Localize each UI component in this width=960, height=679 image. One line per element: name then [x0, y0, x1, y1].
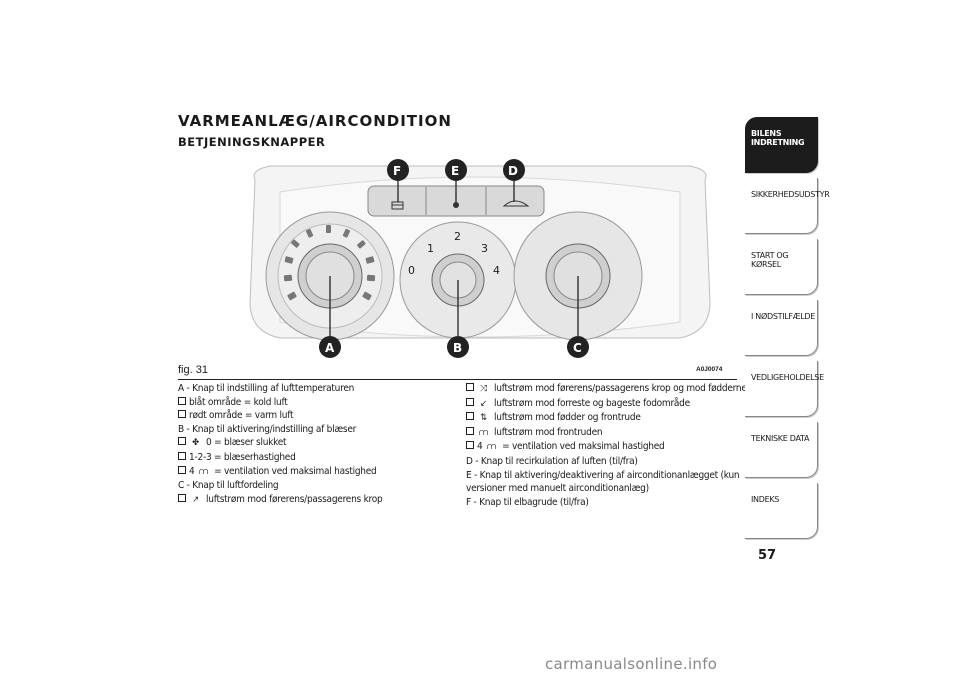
body-feet-airflow-icon: ⤨ [480, 384, 487, 394]
fan-speed-0: 0 [408, 264, 415, 277]
figure-caption: fig. 31 [178, 364, 208, 376]
left-column: A - Knap til indstilling af lufttemperat… [178, 382, 453, 507]
list-item: 4 ⩋= ventilation ved maksimal hastighed [178, 465, 453, 480]
page-title: VARMEANLÆG/AIRCONDITION [178, 112, 452, 130]
callout-f: F [393, 164, 401, 178]
watermark[interactable]: carmanualsonline.info [545, 655, 718, 673]
fan-speed-4: 4 [493, 264, 500, 277]
list-item: rødt område = varm luft [178, 409, 453, 423]
checkbox-bullet-icon [178, 465, 186, 474]
fan-speed-1: 1 [427, 242, 434, 255]
checkbox-bullet-icon [178, 410, 186, 419]
tab-sikkerhedsudstyr[interactable]: SIKKERHEDSUDSTYR [745, 178, 830, 234]
tab-tekniske-data[interactable]: TEKNISKE DATA [745, 422, 818, 478]
item-b: B - Knap til aktivering/indstilling af b… [178, 423, 357, 435]
tab-i-nodstilfaelde[interactable]: I NØDSTILFÆLDE [745, 300, 818, 356]
list-item: ⤨luftstrøm mod førerens/passagerens krop… [466, 382, 747, 397]
feet-windscreen-icon: ⇅ [480, 413, 487, 424]
list-item: ⇅luftstrøm mod fødder og frontrude [466, 411, 746, 426]
checkbox-bullet-icon [466, 383, 474, 391]
checkbox-bullet-icon [466, 426, 474, 435]
section-tabs: BILENS INDRETNING SIKKERHEDSUDSTYR START… [745, 117, 830, 544]
list-item: ✤0 = blæser slukket [178, 436, 453, 451]
item-c: C - Knap til luftfordeling [178, 480, 279, 492]
checkbox-bullet-icon [178, 396, 186, 405]
item-f: F - Knap til elbagrude (til/fra) [466, 496, 589, 508]
figure-rule [178, 379, 737, 380]
fan-speed-2: 2 [454, 230, 461, 243]
checkbox-bullet-icon [466, 441, 474, 450]
windscreen-icon: ⩋ [479, 427, 488, 438]
right-column: ⤨luftstrøm mod førerens/passagerens krop… [466, 382, 747, 509]
checkbox-bullet-icon [178, 451, 186, 460]
checkbox-bullet-icon [178, 437, 186, 446]
tab-bilens-indretning[interactable]: BILENS INDRETNING [745, 117, 818, 173]
max-defrost-icon: ⩋ [487, 442, 497, 453]
feet-airflow-icon: ↙ [480, 398, 487, 409]
section-title: BETJENINGSKNAPPER [178, 135, 326, 149]
figure-code: A0J0074 [696, 366, 723, 373]
tab-start-og-korsel[interactable]: START OG KØRSEL [745, 239, 818, 295]
item-a: A - Knap til indstilling af lufttemperat… [178, 383, 355, 394]
callout-e: E [451, 164, 459, 178]
callout-b: B [453, 341, 462, 355]
list-item: ⩋luftstrøm mod frontruden [466, 426, 746, 441]
fan-icon: ✤ [192, 438, 199, 449]
list-item: 1-2-3 = blæserhastighed [178, 451, 453, 465]
list-item: ↙luftstrøm mod forreste og bageste fodom… [466, 397, 746, 412]
callout-d: D [508, 164, 518, 178]
tab-vedligeholdelse[interactable]: VEDLIGEHOLDELSE [745, 361, 824, 417]
body-airflow-icon: ↗ [192, 494, 199, 505]
fan-speed-3: 3 [481, 242, 488, 255]
list-item: ↗luftstrøm mod førerens/passagerens krop [178, 493, 453, 508]
checkbox-bullet-icon [466, 412, 474, 421]
checkbox-bullet-icon [466, 397, 474, 406]
climate-control-figure: 1 2 3 0 4 F E D A B C [249, 159, 711, 358]
tab-indeks[interactable]: INDEKS [745, 483, 818, 539]
page-number: 57 [758, 548, 777, 563]
item-e: E - Knap til aktivering/deaktivering af … [466, 469, 740, 495]
item-d: D - Knap til recirkulation af luften (ti… [466, 455, 638, 467]
checkbox-bullet-icon [178, 493, 186, 502]
max-defrost-icon: ⩋ [199, 466, 209, 477]
callout-c: C [573, 341, 582, 355]
callout-a: A [325, 341, 335, 355]
list-item: blåt område = kold luft [178, 396, 453, 410]
list-item: 4 ⩋= ventilation ved maksimal hastighed [466, 440, 746, 455]
